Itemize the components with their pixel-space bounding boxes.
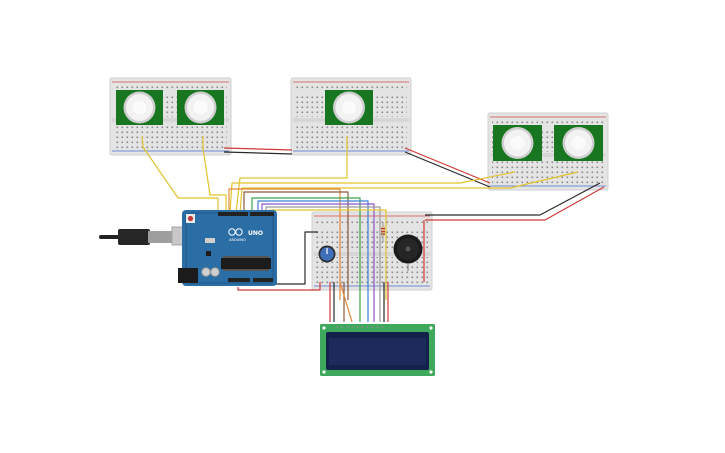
wire-black — [425, 182, 601, 216]
wire-red — [237, 282, 321, 291]
pir-sensor-5 — [554, 125, 603, 161]
usb-cable — [99, 226, 195, 246]
wires — [141, 135, 605, 323]
wire-blue — [257, 200, 369, 322]
potentiometer-knob — [318, 245, 336, 263]
wire-purple — [261, 203, 375, 322]
wire-yellow — [235, 136, 348, 214]
wire-orange — [339, 281, 353, 323]
wire-black — [223, 151, 293, 155]
pir-sensor-2 — [177, 90, 224, 125]
wire-brown — [243, 191, 349, 300]
arduino-uno: ARDUINO UNO — [99, 210, 277, 286]
wire-orange — [228, 188, 341, 300]
piezo-buzzer — [393, 234, 423, 271]
wire-red — [404, 147, 491, 184]
lcd-display — [320, 324, 435, 376]
arduino-board-name: UNO — [248, 230, 263, 237]
pir-sensor-3 — [325, 90, 373, 125]
wire-yellow — [202, 136, 227, 213]
wire-yellow — [239, 171, 579, 214]
pir-sensor-1 — [116, 90, 163, 125]
wire-red — [223, 147, 293, 151]
wire-yellow — [229, 171, 516, 214]
arduino-logo-icon — [228, 228, 243, 236]
resistor — [381, 222, 385, 242]
wire-green — [251, 197, 361, 322]
wire-red — [425, 186, 605, 221]
pir-sensor-4 — [493, 125, 542, 161]
wire-yellow — [141, 135, 219, 213]
wire-black — [404, 151, 491, 188]
arduino-brand: ARDUINO — [229, 238, 246, 242]
